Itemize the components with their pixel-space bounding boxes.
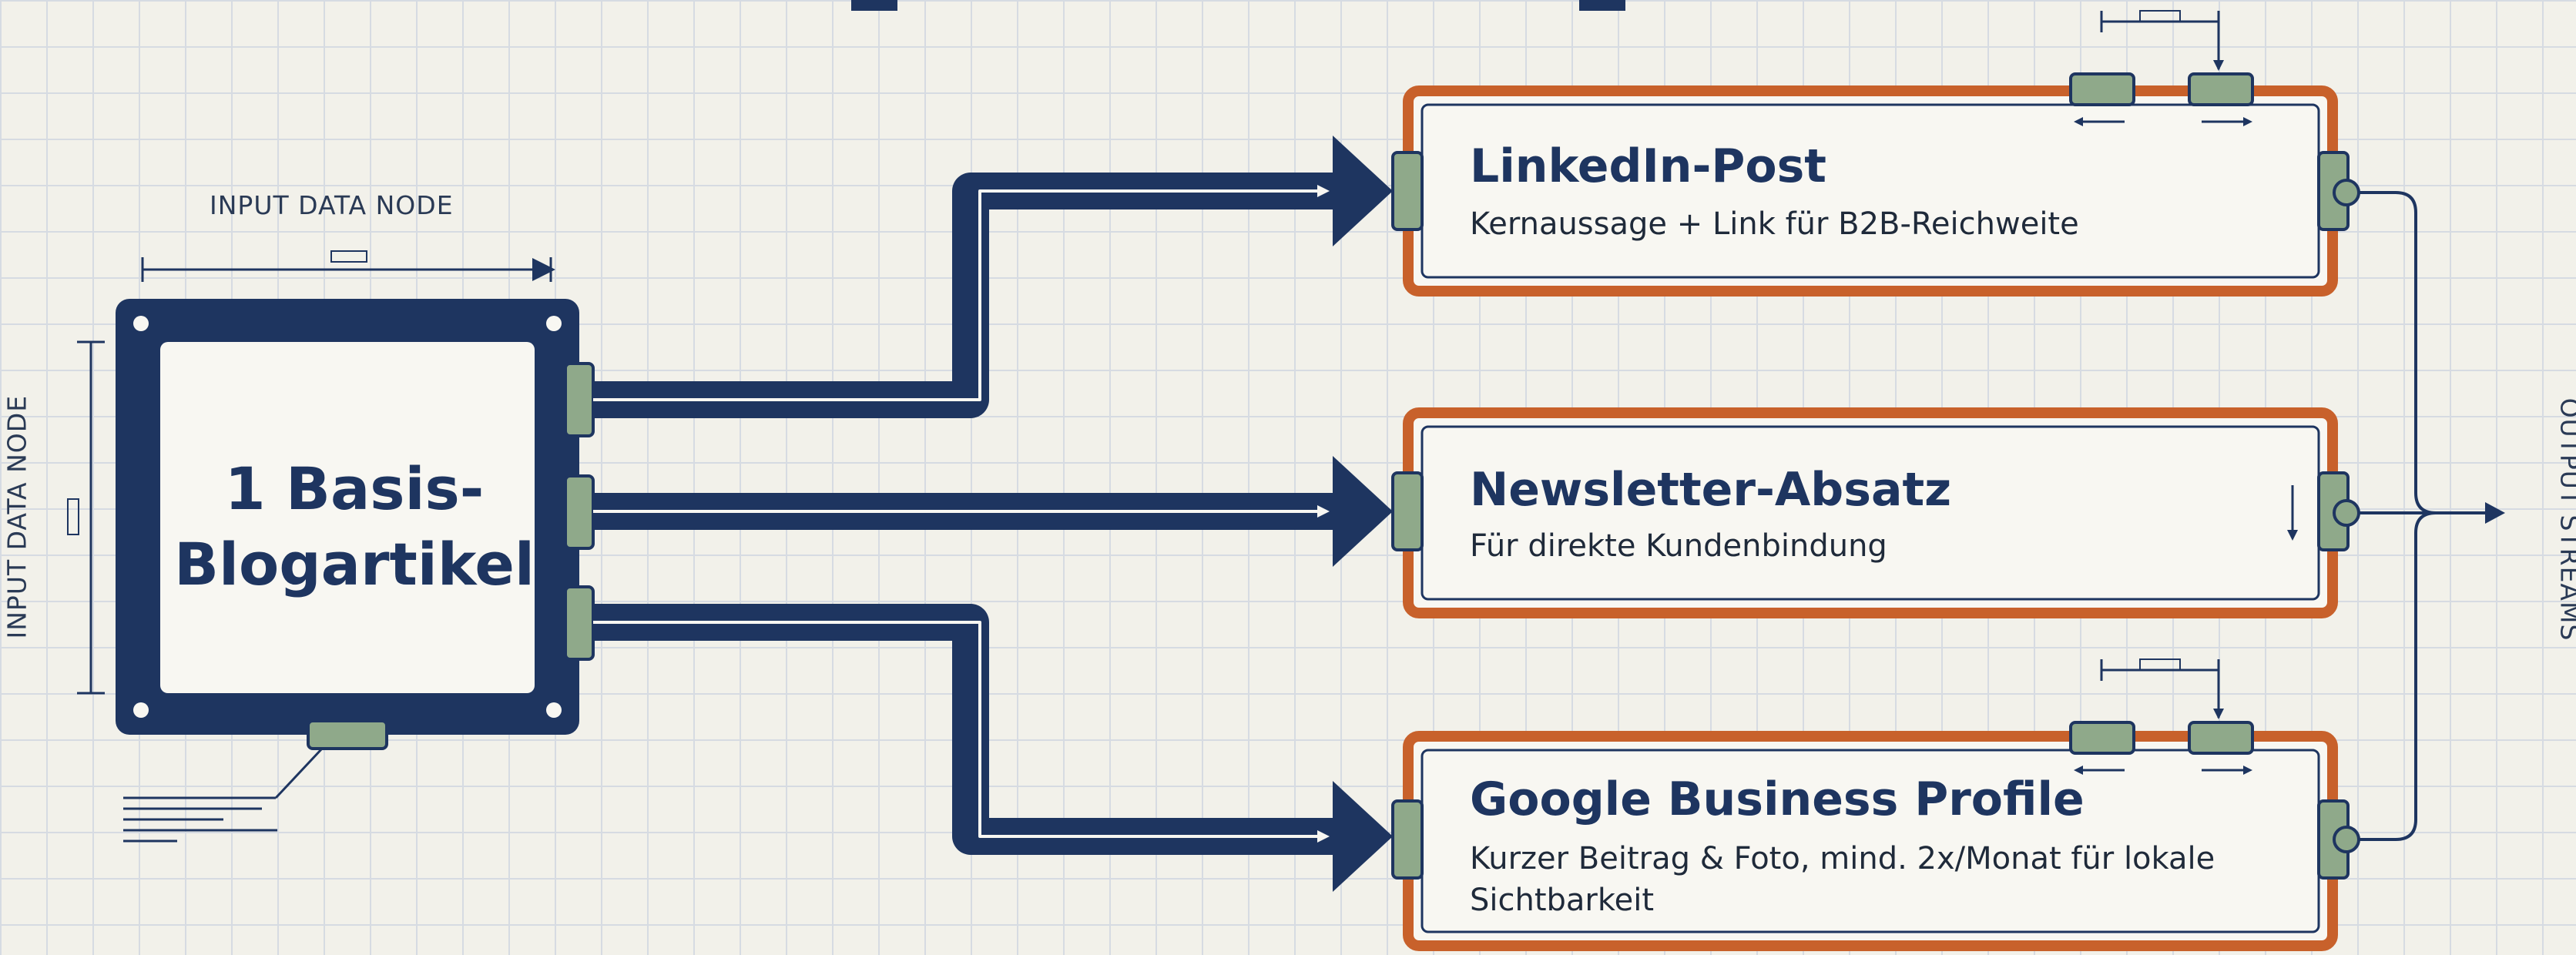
- output-stream-arrowhead: [2485, 502, 2505, 524]
- box3-dimension-marks: [2083, 658, 2243, 772]
- source-top-label: INPUT DATA NODE: [210, 190, 454, 220]
- source-side-label: INPUT DATA NODE: [2, 394, 32, 639]
- box1-top-ports: [2069, 72, 2254, 106]
- output-subtitle-google-business: Kurzer Beitrag & Foto, mind. 2x/Monat fü…: [1470, 841, 2215, 918]
- cut-off-title-fragments: [851, 0, 1625, 11]
- annotation-lines: [123, 747, 324, 843]
- output-title-linkedin: LinkedIn-Post: [1470, 139, 1826, 193]
- output-merge-lines: [2359, 191, 2488, 841]
- output-title-newsletter: Newsletter-Absatz: [1470, 463, 1952, 517]
- flow-pipe-highlights: [593, 189, 1323, 838]
- box3-top-ports: [2069, 721, 2254, 755]
- flow-arrowhead-highlights: [1317, 185, 1330, 843]
- box2-down-marker: [2287, 485, 2298, 541]
- dimension-line-left: [67, 340, 105, 695]
- source-node: [116, 299, 579, 735]
- output-subtitle-linkedin: Kernaussage + Link für B2B-Reichweite: [1470, 206, 2079, 242]
- output-input-ports: [1391, 151, 1424, 880]
- output-subtitle-newsletter: Für direkte Kundenbindung: [1470, 528, 1887, 564]
- output-port-circles: [2333, 179, 2360, 853]
- box3-dimension-arrowheads: [2074, 709, 2252, 775]
- box1-dimension-arrowheads: [2074, 60, 2252, 126]
- flow-arrowheads: [1333, 136, 1393, 892]
- box1-dimension-marks: [2083, 10, 2243, 123]
- source-title: 1 Basis-Blogartikel: [174, 454, 535, 598]
- output-title-google-business: Google Business Profile: [1470, 772, 2085, 826]
- source-ports: [307, 362, 595, 750]
- output-streams-label: OUTPUT STREAMS: [2554, 397, 2576, 642]
- output-boxes: [1403, 85, 2338, 951]
- dimension-line-top: [141, 250, 555, 282]
- flow-pipes: [593, 173, 1356, 855]
